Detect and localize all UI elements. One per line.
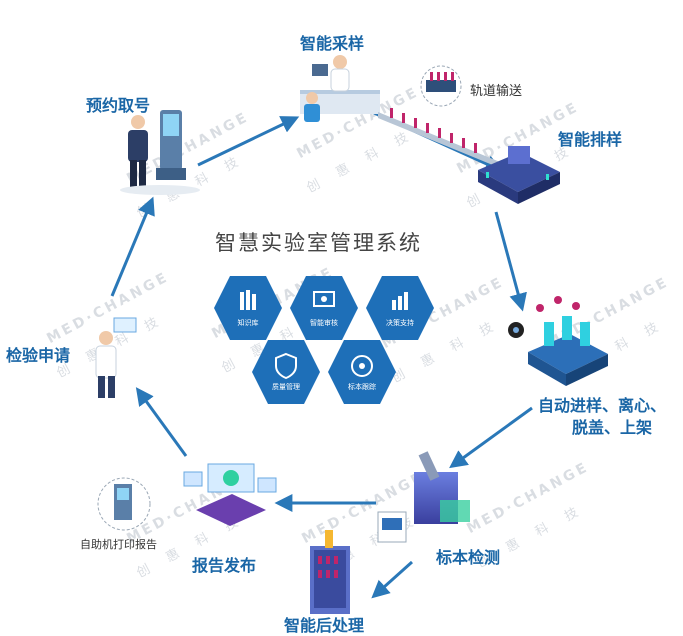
- label-auto-line1: 自动进样、离心、: [538, 396, 667, 415]
- label-self-print: 自助机打印报告: [80, 538, 157, 551]
- report-illustration: [97, 463, 277, 531]
- module-quality-management: 质量管理: [250, 336, 322, 408]
- label-request: 检验申请: [6, 346, 71, 365]
- system-title: 智慧实验室管理系统: [215, 231, 422, 255]
- label-sorting: 智能排样: [558, 130, 623, 149]
- label-post: 智能后处理: [284, 616, 365, 635]
- label-sampling: 智能采样: [300, 34, 365, 53]
- arrow-report-to-request: [135, 387, 188, 457]
- arrow-sorting-to-auto: [494, 211, 527, 312]
- label-testing: 标本检测: [436, 548, 501, 567]
- testing-microscope-illustration: [377, 451, 470, 543]
- request-person-illustration: [95, 317, 137, 398]
- label-report: 报告发布: [192, 556, 257, 575]
- module-label: 知识库: [237, 319, 259, 327]
- module-label: 质量管理: [272, 383, 300, 391]
- module-sample-tracking: 标本跟踪: [326, 336, 398, 408]
- arrow-testing-to-post: [371, 560, 414, 599]
- arrow-auto-to-testing: [449, 406, 533, 469]
- sorting-machine-illustration: [478, 146, 560, 204]
- track-conveyor-illustration: [378, 65, 500, 168]
- sampling-desk-illustration: [300, 55, 380, 122]
- label-booking: 预约取号: [86, 96, 151, 115]
- module-knowledge-base: 知识库: [212, 272, 284, 344]
- auto-processing-illustration: [508, 296, 608, 386]
- module-label: 智能审核: [310, 319, 338, 327]
- label-track: 轨道输送: [470, 84, 523, 99]
- module-label: 标本跟踪: [348, 383, 376, 391]
- module-smart-review: 智能审核: [288, 272, 360, 344]
- arrow-booking-to-sampling: [197, 116, 300, 167]
- module-label: 决策支持: [386, 319, 414, 327]
- post-processing-illustration: [310, 530, 350, 614]
- label-auto-line2: 脱盖、上架: [572, 418, 653, 437]
- booking-kiosk-illustration: [120, 110, 200, 195]
- module-decision-support: 决策支持: [364, 272, 436, 344]
- arrow-request-to-booking: [110, 196, 155, 297]
